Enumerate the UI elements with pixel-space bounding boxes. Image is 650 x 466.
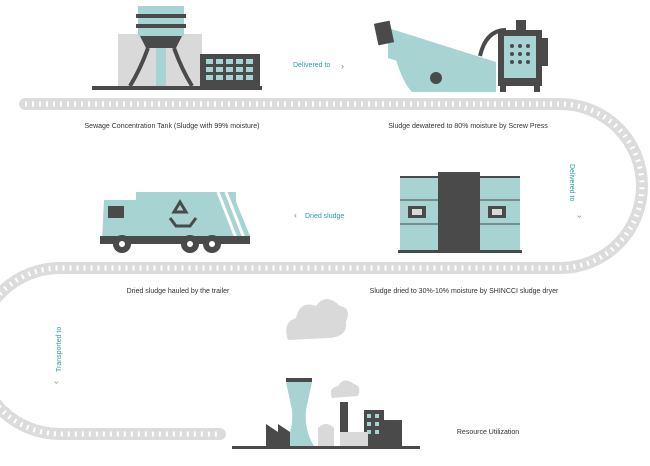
conveyor-track <box>0 98 648 440</box>
step-caption-screw-press: Sludge dewatered to 80% moisture by Scre… <box>388 123 548 130</box>
flow-label-delivered-right: Delivered to <box>568 164 575 202</box>
chevron-left-icon: ‹ <box>294 210 297 220</box>
sewage-concentration-tank-icon <box>92 6 262 90</box>
screw-press-icon <box>373 20 548 92</box>
flow-label-transported: Transported to <box>56 326 63 372</box>
garbage-truck-icon <box>100 191 250 253</box>
step-caption-tank: Sewage Concentration Tank (Sludge with 9… <box>84 123 260 130</box>
power-plant-icon <box>232 299 420 449</box>
flow-label-delivered-top: Delivered to <box>293 62 331 69</box>
chevron-right-icon: › <box>341 61 344 71</box>
flow-label-dried-sludge: Dried sludge <box>305 213 345 220</box>
step-caption-dryer: Sludge dried to 30%-10% moisture by SHIN… <box>369 288 559 295</box>
chevron-down-icon: › <box>52 381 62 384</box>
chevron-down-icon: › <box>575 215 585 218</box>
sludge-dryer-icon <box>398 172 522 253</box>
step-caption-truck: Dried sludge hauled by the trailer <box>126 288 230 295</box>
step-caption-resource: Resource Utilization <box>456 429 520 436</box>
